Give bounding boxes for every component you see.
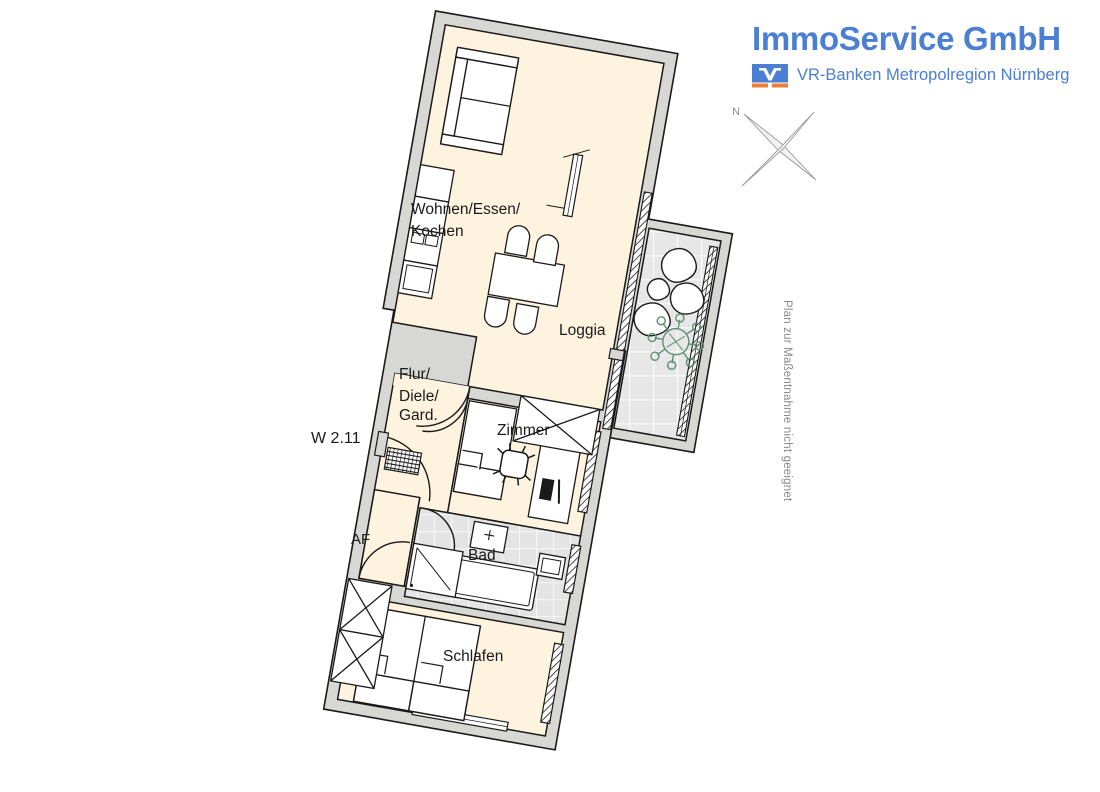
- dining-set: [483, 225, 566, 335]
- compass-north-label: N: [732, 106, 740, 118]
- bad-fixtures: [405, 520, 567, 611]
- brand-header: ImmoService GmbH VR-Banken Metropolregio…: [752, 20, 1082, 88]
- company-name: ImmoService GmbH: [752, 20, 1061, 57]
- room-label-flur-line3: Gard.: [399, 407, 438, 424]
- loggia-plant-icon: [647, 313, 705, 370]
- room-label-zimmer: Zimmer: [497, 422, 550, 439]
- brand-subtitle: VR-Banken Metropolregion Nürnberg: [797, 66, 1070, 85]
- radiator: [383, 446, 423, 476]
- room-label-wohnen-line2: Kochen: [411, 223, 464, 240]
- room-label-wohnen-line1: Wohnen/Essen/: [411, 201, 521, 218]
- unit-number-label: W 2.11: [311, 430, 361, 447]
- stair-cross-hatch-loggia: [512, 394, 601, 456]
- room-area-flur-upper: [392, 373, 470, 399]
- room-label-loggia: Loggia: [559, 322, 606, 339]
- kitchen-units: [397, 163, 455, 300]
- sofa: [439, 46, 520, 156]
- compass-rose-icon: N: [732, 106, 817, 187]
- brand-subtitle-row: VR-Banken Metropolregion Nürnberg: [752, 63, 1082, 88]
- vr-banken-logo-icon: [752, 63, 788, 88]
- room-label-af: AF: [351, 531, 370, 548]
- room-label-bad: Bad: [468, 547, 496, 564]
- loggia-glass-wall: [602, 191, 653, 431]
- room-area-loggia: [612, 227, 722, 442]
- loggia-furniture: [633, 247, 705, 337]
- room-label-flur-line1: Flur/: [399, 366, 431, 383]
- room-label-schlafen: Schlafen: [443, 648, 503, 665]
- room-label-flur-line2: Diele/: [399, 388, 439, 405]
- loggia-door-threshold: [608, 347, 626, 362]
- schlafen-furniture: [352, 605, 482, 722]
- shaft-cross-hatch: [329, 577, 393, 690]
- room-labels: Wohnen/Essen/ Kochen Loggia Flur/ Diele/…: [351, 201, 606, 665]
